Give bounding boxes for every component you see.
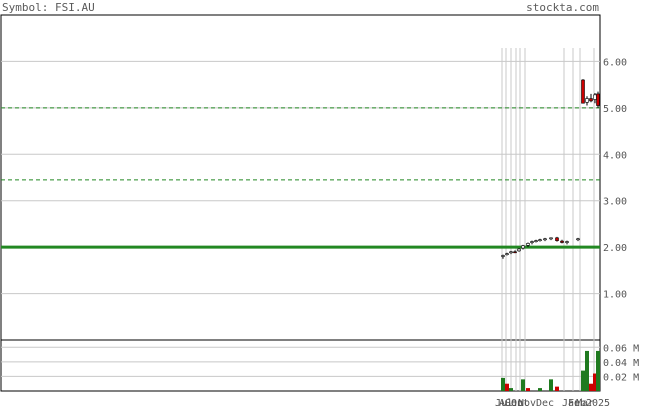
volume-axis-labels: 0.02 M 0.04 M 0.06 M	[603, 343, 639, 383]
candle-body	[538, 239, 542, 242]
candle-body	[543, 238, 547, 241]
volume-bar	[593, 373, 597, 391]
volume-bar	[505, 383, 509, 391]
candle-body	[505, 253, 509, 255]
price-tick-label: 4.00	[603, 150, 627, 161]
volume-bar	[509, 388, 513, 391]
candle-body	[509, 251, 513, 254]
volume-bars	[501, 350, 600, 391]
volume-bar	[589, 383, 593, 391]
price-axis-labels: 1.00 2.00 3.00 4.00 5.00 6.00	[603, 57, 627, 300]
x-tick-label: Nov	[518, 398, 536, 406]
candle-body	[589, 98, 593, 102]
volume-bar	[549, 379, 553, 391]
price-tick-label: 6.00	[603, 57, 627, 68]
symbol-label: Symbol: FSI.AU	[2, 1, 95, 14]
candle-body	[581, 79, 585, 104]
candle-body	[530, 241, 534, 243]
volume-tick-label: 0.02 M	[603, 372, 639, 383]
candle-body	[521, 245, 525, 249]
candle-body	[585, 98, 589, 103]
candles	[501, 79, 600, 259]
x-tick-label: Dec	[536, 398, 554, 406]
price-tick-label: 2.00	[603, 243, 627, 254]
volume-bar	[581, 370, 585, 391]
x-tick-label: 2025	[586, 398, 610, 406]
candle-body	[576, 238, 580, 241]
volume-tick-label: 0.04 M	[603, 358, 639, 369]
price-tick-label: 1.00	[603, 290, 627, 301]
month-gridlines	[501, 48, 595, 391]
candle-body	[555, 237, 559, 241]
price-tick-label: 5.00	[603, 104, 627, 115]
candle-body	[565, 241, 569, 243]
x-tick-label: Sep	[505, 398, 523, 406]
volume-tick-label: 0.06 M	[603, 343, 639, 354]
volume-bar	[526, 388, 530, 391]
site-label: stockta.com	[526, 1, 599, 14]
candle-body	[560, 240, 564, 243]
candle-body	[534, 240, 538, 242]
x-tick-label: Feb	[568, 398, 586, 406]
volume-bar	[585, 350, 589, 391]
volume-bar	[596, 350, 600, 391]
x-tick-label: Oct	[511, 398, 529, 406]
candle-body	[526, 243, 530, 246]
candle-body	[513, 251, 517, 254]
candle-body	[517, 248, 521, 252]
candle-body	[596, 93, 600, 106]
volume-bar	[521, 379, 525, 391]
volume-bar	[555, 386, 559, 391]
price-tick-label: 3.00	[603, 197, 627, 208]
candle-body	[549, 237, 553, 240]
horizontal-levels	[1, 107, 600, 249]
x-tick-label: Jan	[562, 398, 580, 406]
x-tick-label: Aug	[499, 398, 517, 406]
volume-bar	[538, 388, 542, 391]
volume-grid	[1, 346, 600, 377]
x-tick-label: Jul	[495, 398, 513, 406]
candle-body	[593, 94, 597, 100]
candle-body	[501, 255, 505, 257]
x-tick-label: Mar	[576, 398, 594, 406]
volume-bar	[501, 377, 505, 391]
